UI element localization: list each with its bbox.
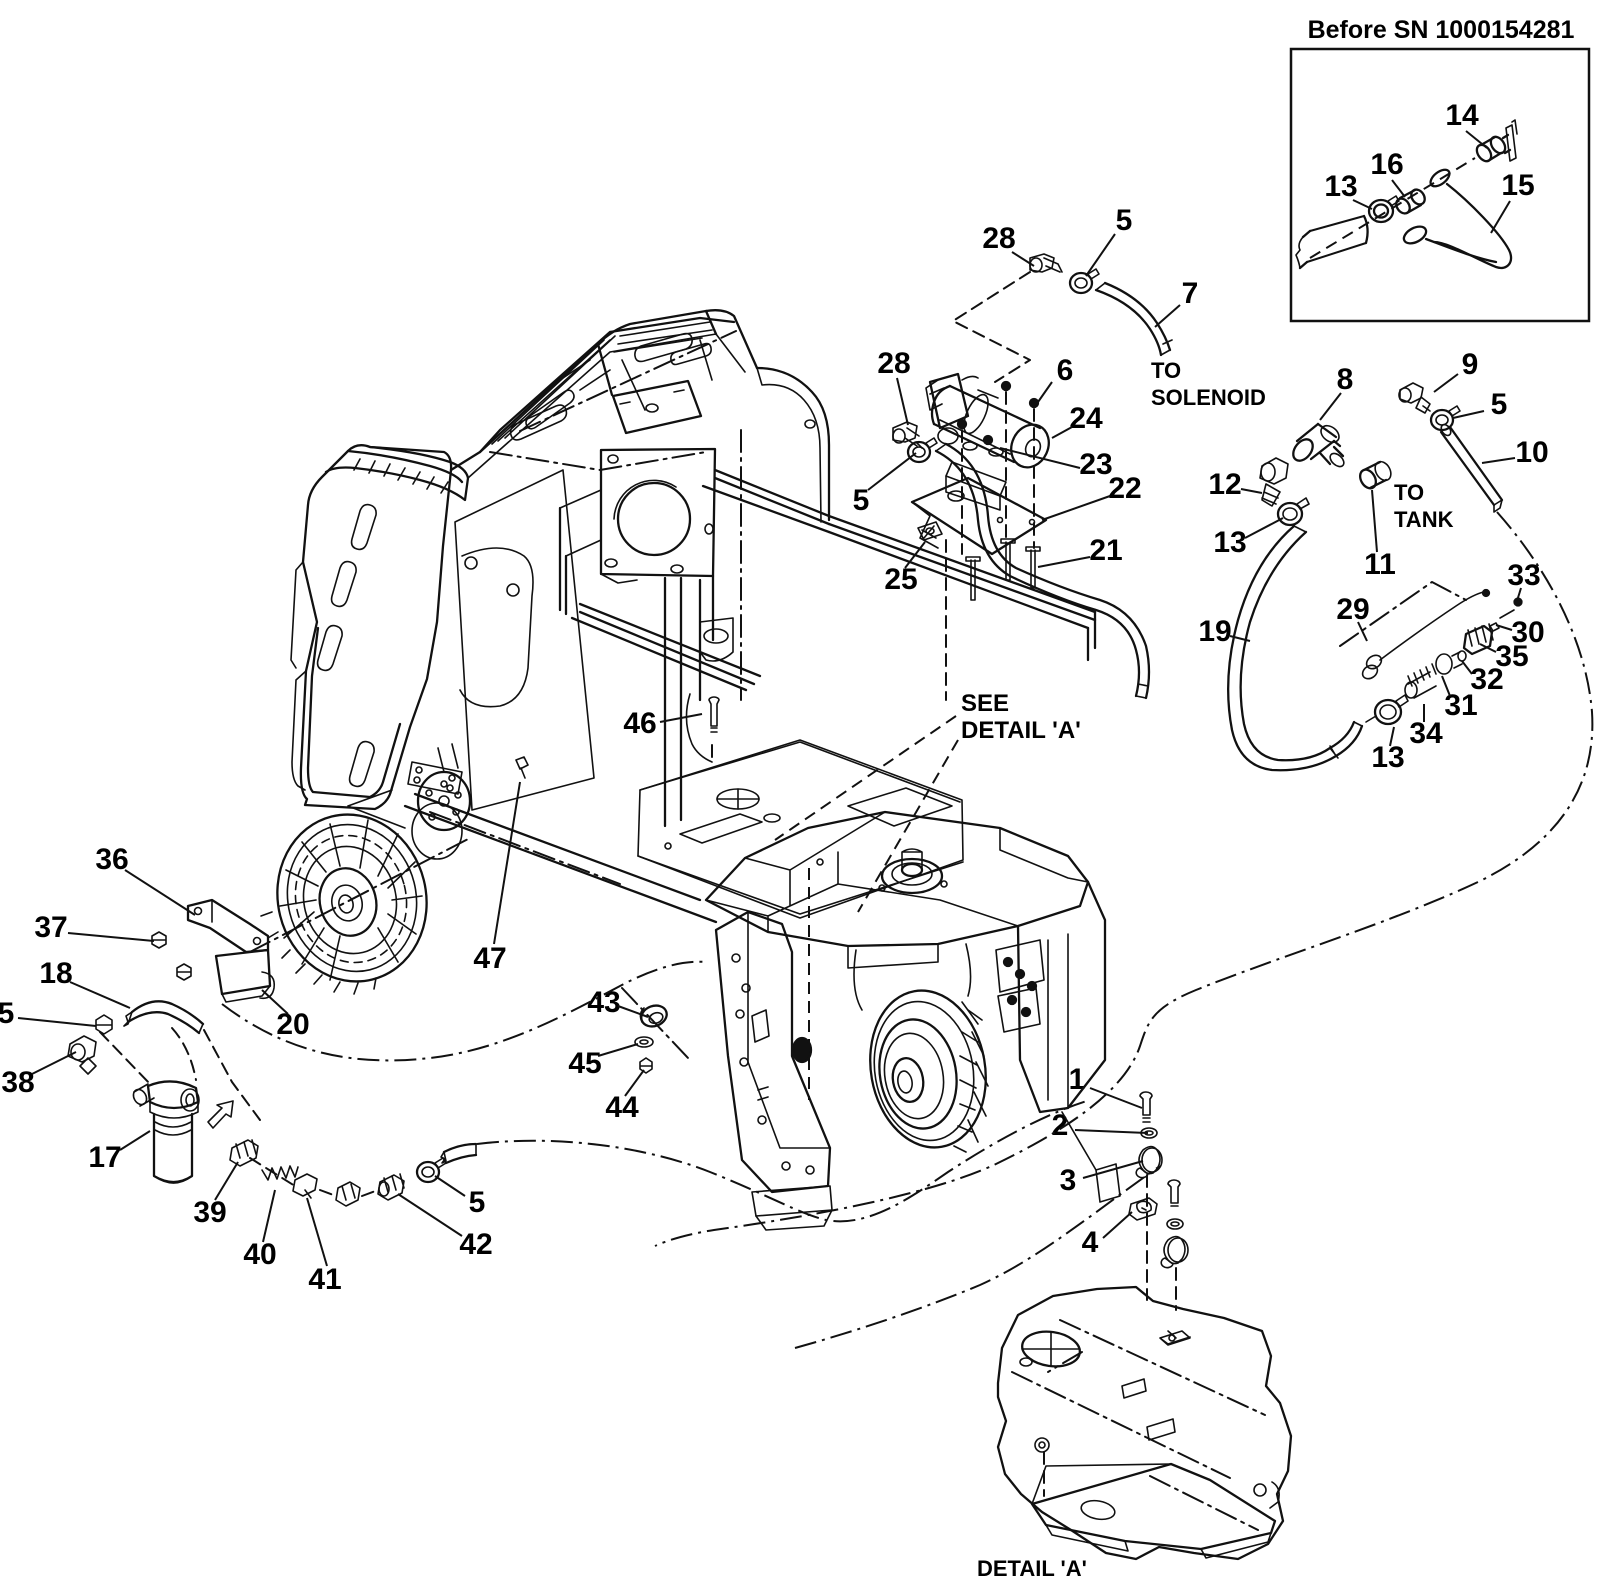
svg-text:12: 12 <box>1208 468 1241 501</box>
svg-text:32: 32 <box>1470 663 1503 696</box>
svg-text:15: 15 <box>1501 169 1534 202</box>
svg-text:35: 35 <box>1495 640 1528 673</box>
svg-text:47: 47 <box>473 942 506 975</box>
svg-text:16: 16 <box>1370 148 1403 181</box>
svg-text:18: 18 <box>39 957 72 990</box>
svg-text:TO: TO <box>1151 358 1181 383</box>
svg-text:24: 24 <box>1069 402 1103 435</box>
svg-text:13: 13 <box>1371 741 1404 774</box>
svg-text:30: 30 <box>1511 616 1544 649</box>
svg-text:36: 36 <box>95 843 128 876</box>
svg-text:37: 37 <box>34 911 67 944</box>
svg-text:14: 14 <box>1445 99 1479 132</box>
svg-text:28: 28 <box>982 222 1015 255</box>
svg-text:43: 43 <box>587 986 620 1019</box>
svg-text:42: 42 <box>459 1228 492 1261</box>
svg-text:41: 41 <box>308 1263 341 1296</box>
svg-text:22: 22 <box>1108 472 1141 505</box>
svg-text:19: 19 <box>1198 615 1231 648</box>
svg-text:40: 40 <box>243 1238 276 1271</box>
svg-text:13: 13 <box>1213 526 1246 559</box>
svg-text:39: 39 <box>193 1196 226 1229</box>
svg-text:9: 9 <box>1462 348 1479 381</box>
svg-text:28: 28 <box>877 347 910 380</box>
svg-text:5: 5 <box>1491 388 1508 421</box>
svg-text:44: 44 <box>605 1091 639 1124</box>
svg-text:33: 33 <box>1507 559 1540 592</box>
svg-text:11: 11 <box>1364 548 1396 581</box>
svg-text:21: 21 <box>1089 534 1122 567</box>
svg-text:13: 13 <box>1324 170 1357 203</box>
svg-text:5: 5 <box>1116 204 1133 237</box>
svg-text:DETAIL 'A': DETAIL 'A' <box>977 1556 1087 1579</box>
svg-text:34: 34 <box>1409 717 1443 750</box>
svg-text:3: 3 <box>1060 1164 1077 1197</box>
svg-text:20: 20 <box>276 1008 309 1041</box>
svg-text:5: 5 <box>0 997 14 1030</box>
svg-text:DETAIL 'A': DETAIL 'A' <box>961 717 1081 744</box>
svg-text:Before SN 1000154281: Before SN 1000154281 <box>1308 16 1575 44</box>
svg-text:TANK: TANK <box>1394 507 1454 532</box>
svg-text:23: 23 <box>1079 448 1112 481</box>
svg-text:5: 5 <box>469 1186 486 1219</box>
svg-text:8: 8 <box>1337 363 1354 396</box>
svg-text:1: 1 <box>1069 1063 1086 1096</box>
svg-text:4: 4 <box>1082 1226 1099 1259</box>
svg-text:10: 10 <box>1515 436 1548 469</box>
svg-text:38: 38 <box>1 1066 34 1099</box>
svg-text:29: 29 <box>1336 593 1369 626</box>
svg-text:TO: TO <box>1394 480 1424 505</box>
svg-text:SEE: SEE <box>961 690 1009 717</box>
svg-text:25: 25 <box>884 563 917 596</box>
svg-text:6: 6 <box>1057 354 1074 387</box>
svg-text:7: 7 <box>1182 277 1199 310</box>
svg-text:45: 45 <box>568 1047 601 1080</box>
svg-text:46: 46 <box>623 707 656 740</box>
svg-text:SOLENOID: SOLENOID <box>1151 385 1266 410</box>
svg-text:17: 17 <box>88 1141 121 1174</box>
svg-text:5: 5 <box>853 484 870 517</box>
